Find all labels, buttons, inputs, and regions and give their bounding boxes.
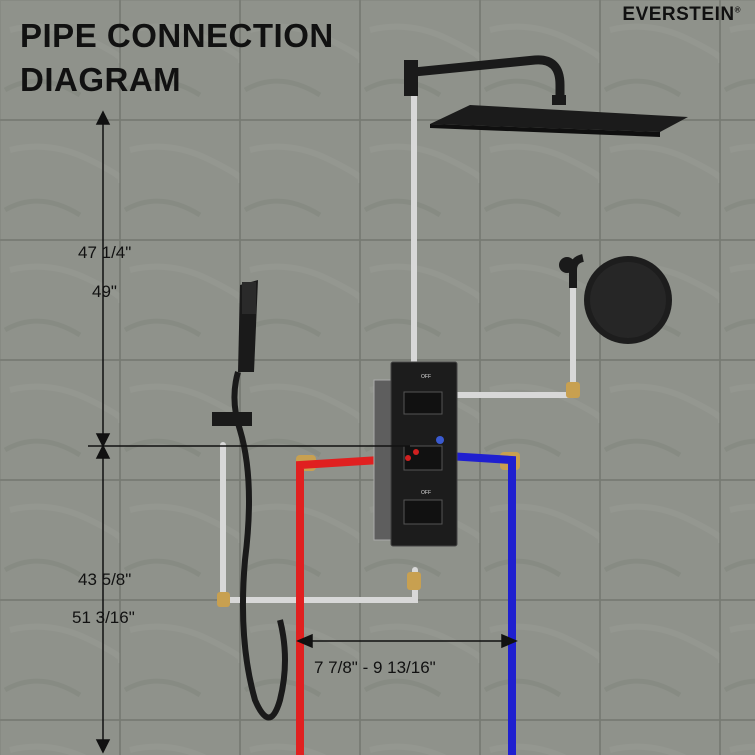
- brand-logo: EVERSTEIN®: [622, 4, 741, 26]
- cold-water-pipe: [447, 452, 516, 755]
- brand-name: EVERSTEIN: [622, 4, 735, 25]
- lower-height-min: 43 5/8": [78, 570, 132, 589]
- upper-height-max: 49": [92, 282, 117, 301]
- brand-registered-mark: ®: [734, 5, 741, 15]
- thermostatic-valve: [373, 361, 458, 547]
- pipe-spacing-dimension: 7 7/8" - 9 13/16": [314, 658, 436, 677]
- hot-water-pipe: [296, 456, 381, 755]
- dimension-lines: [88, 110, 518, 754]
- handheld-shower: [212, 280, 288, 721]
- valve-top-off-label: OFF: [421, 374, 431, 380]
- title-line-1: PIPE CONNECTION: [20, 17, 334, 54]
- valve-bottom-off-label: OFF: [421, 490, 431, 496]
- round-shower-head: [559, 254, 672, 344]
- upper-height-min: 47 1/4": [78, 243, 132, 262]
- rain-shower-head: [404, 55, 688, 137]
- page-title: PIPE CONNECTION DIAGRAM: [20, 14, 334, 102]
- title-line-2: DIAGRAM: [20, 61, 182, 98]
- lower-height-max: 51 3/16": [72, 608, 135, 627]
